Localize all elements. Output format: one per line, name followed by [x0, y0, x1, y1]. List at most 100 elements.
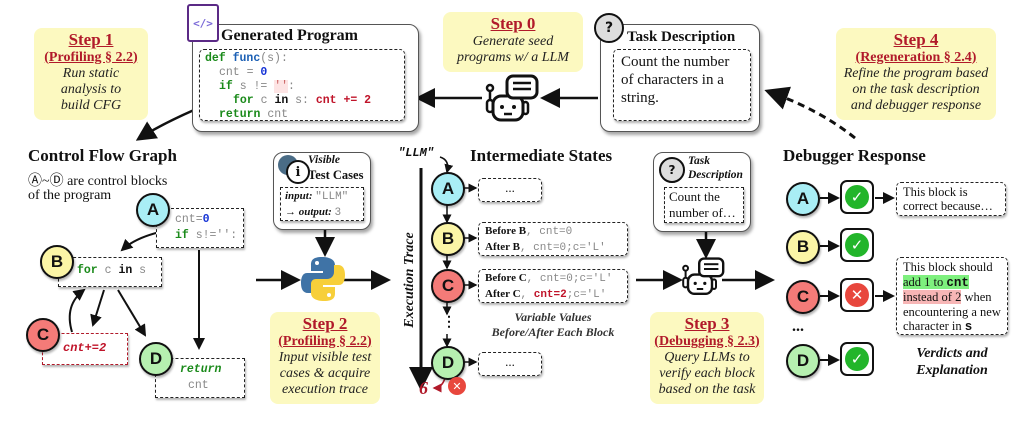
test-cases-title: Visible — [308, 154, 340, 166]
step2-subtitle: (Profiling § 2.2) — [278, 333, 372, 349]
generated-program-panel: Generated Program def func(s): cnt = 0 i… — [192, 24, 419, 132]
step4-desc: on the task description — [852, 81, 980, 97]
task-small-title: Description — [688, 169, 743, 181]
question-bubble-icon: ? — [594, 13, 624, 43]
info-icon: i — [286, 160, 310, 184]
step4-note: Step 4 (Regeneration § 2.4) Refine the p… — [836, 28, 996, 120]
cfg-arrow-a-b — [120, 231, 161, 252]
verdict-a: ✓ — [840, 180, 874, 214]
debugger-node-a: A — [786, 182, 820, 216]
intermediate-title: Intermediate States — [470, 146, 613, 165]
cfg-arrow-b-c — [90, 289, 105, 327]
step2-desc: Input visible test — [278, 349, 372, 365]
cfg-node-b: B — [40, 245, 74, 279]
trace-node-d: D — [431, 346, 465, 380]
code-file-icon: </> — [187, 4, 219, 42]
task-small-text: Count the number of… — [664, 187, 744, 223]
execution-trace-label: Execution Trace — [402, 232, 417, 328]
code-line: def func(s): — [205, 52, 288, 65]
cfg-node-d: D — [139, 342, 173, 376]
arrow-debugger-to-program — [764, 86, 856, 140]
step4-subtitle: (Regeneration § 2.4) — [855, 49, 977, 65]
trace-node-c: C — [431, 269, 465, 303]
question-bubble-icon: ? — [659, 157, 685, 183]
verdict-b: ✓ — [840, 228, 874, 262]
step1-desc: analysis to — [60, 81, 122, 97]
cfg-arrow-b-d — [117, 289, 147, 337]
step2-note: Step 2 (Profiling § 2.2) Input visible t… — [270, 312, 380, 404]
verdict-d: ✓ — [840, 342, 874, 376]
cfg-node-a: A — [136, 193, 170, 227]
cfg-arrow-c-b — [68, 288, 86, 333]
step4-desc: and debugger response — [850, 97, 982, 113]
trace-result: 6 — [419, 378, 428, 398]
trace-node-b: B — [431, 222, 465, 256]
task-description-panel: Task Description Count the number of cha… — [600, 24, 760, 132]
state-d: ... — [478, 352, 542, 376]
code-block: def func(s): cnt = 0 if s != '': for c i… — [199, 49, 405, 121]
generated-program-title: Generated Program — [221, 27, 358, 44]
code-line: for c in s: cnt += 2 — [233, 94, 372, 107]
verdict-c: ✕ — [840, 278, 874, 312]
state-b: Before B, cnt=0 After B, cnt=0;c='L' — [478, 222, 628, 256]
check-icon: ✓ — [845, 185, 869, 209]
step2-desc: execution trace — [282, 381, 368, 397]
step4-desc: Refine the program based — [843, 65, 989, 81]
cross-icon: ✕ — [845, 283, 869, 307]
cfg-node-c: C — [26, 318, 60, 352]
step0-note: Step 0 Generate seed programs w/ a LLM — [443, 12, 583, 72]
step3-subtitle: (Debugging § 2.3) — [654, 333, 760, 349]
step2-title: Step 2 — [302, 314, 348, 333]
debugger-node-d: D — [786, 344, 820, 378]
step2-desc: cases & acquire — [279, 365, 371, 381]
check-icon: ✓ — [845, 347, 869, 371]
arrow-input-to-a — [439, 156, 454, 174]
robot-llm-icon — [485, 74, 539, 122]
wrong-result-icon: ✕ — [448, 377, 466, 395]
cfg-subtitle: Ⓐ~Ⓓ are control blocks — [28, 174, 168, 189]
cfg-block-a: cnt=0 if s!='': — [156, 208, 244, 248]
test-case-box: input: "LLM" → output: 3 — [280, 187, 364, 221]
code-line: if s != '': — [219, 80, 295, 93]
task-description-title: Task Description — [627, 29, 736, 45]
state-c: Before C, cnt=0;c='L' After C, cnt=2;c='… — [478, 269, 628, 303]
task-description-text: Count the number of characters in a stri… — [613, 49, 751, 121]
step1-title: Step 1 — [68, 30, 114, 49]
trace-node-a: A — [431, 172, 465, 206]
explanation-c: This block should add 1 to cnt instead o… — [896, 257, 1008, 335]
step3-desc: verify each block — [659, 365, 755, 381]
trace-ellipsis: ⋮ — [442, 315, 456, 330]
debugger-node-c: C — [786, 280, 820, 314]
check-icon: ✓ — [845, 233, 869, 257]
step1-desc: Run static — [62, 65, 120, 81]
step3-note: Step 3 (Debugging § 2.3) Query LLMs to v… — [650, 312, 764, 404]
state-a: ... — [478, 178, 542, 202]
arrow-program-to-cfg — [135, 108, 195, 141]
variable-values-caption: Variable Values — [514, 310, 592, 324]
step0-title: Step 0 — [490, 14, 536, 33]
step4-title: Step 4 — [893, 30, 939, 49]
debugger-ellipsis: ... — [792, 318, 804, 335]
variable-values-caption: Before/After Each Block — [491, 325, 615, 339]
task-small-title: Task — [688, 155, 710, 167]
code-line: return cnt — [219, 108, 289, 121]
debugger-node-b: B — [786, 230, 820, 264]
step0-desc: programs w/ a LLM — [457, 49, 569, 65]
python-logo-icon — [301, 257, 345, 301]
debugger-title: Debugger Response — [783, 146, 926, 165]
trace-input: "LLM" — [398, 146, 435, 160]
robot-debugger-icon — [682, 257, 725, 295]
verdicts-caption: Verdicts and — [916, 346, 988, 361]
cfg-title: Control Flow Graph — [28, 146, 177, 165]
step3-title: Step 3 — [684, 314, 730, 333]
step3-desc: Query LLMs to — [664, 349, 750, 365]
task-text: Count the number of characters in a stri… — [621, 54, 730, 106]
cfg-block-b: for c in s — [58, 257, 162, 287]
explanation-a: This block is correct because… — [896, 182, 1006, 216]
step1-note: Step 1 (Profiling § 2.2) Run static anal… — [34, 28, 148, 120]
cfg-subtitle: of the program — [28, 188, 112, 203]
step0-desc: Generate seed — [472, 33, 554, 49]
step3-desc: based on the task — [658, 381, 756, 397]
step1-desc: build CFG — [60, 97, 122, 113]
